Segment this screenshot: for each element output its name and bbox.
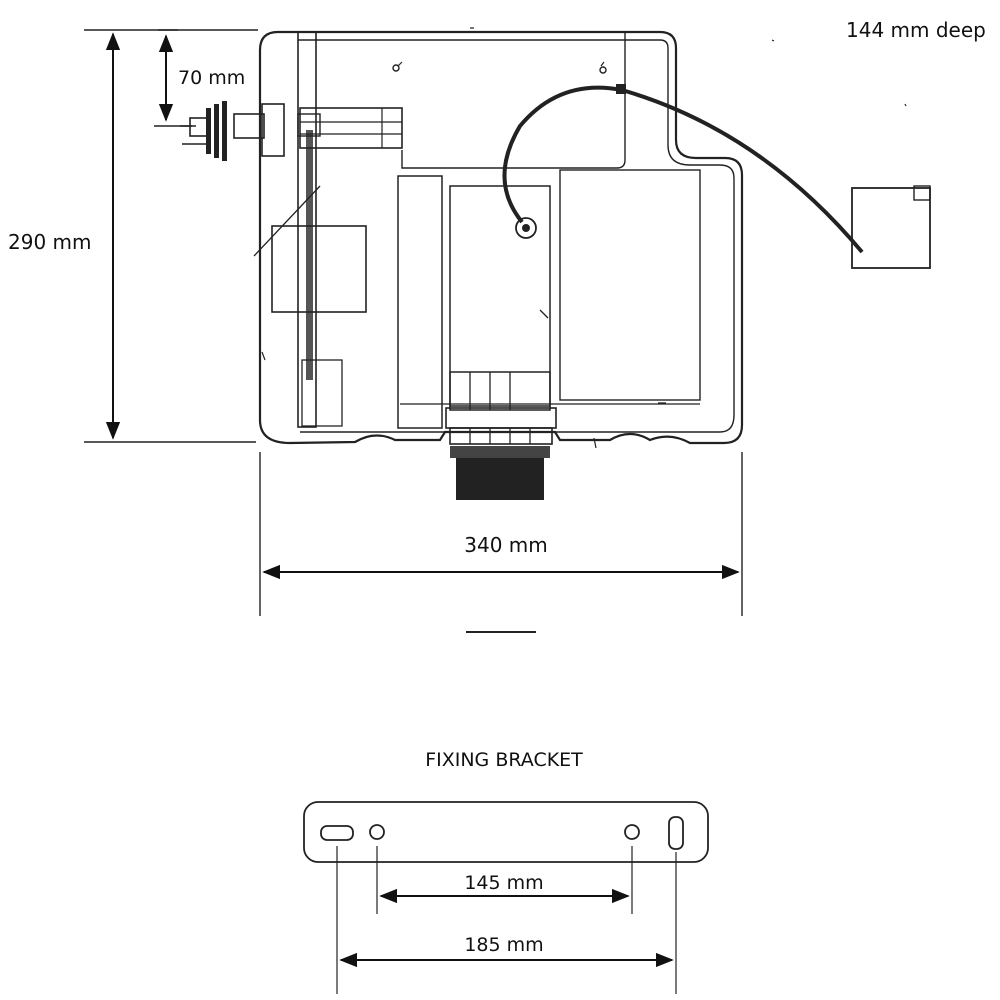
valve-mark <box>539 309 549 319</box>
inlet-connector <box>180 101 285 161</box>
inlet-offset-label: 70 mm <box>178 67 245 89</box>
cable-eyelet <box>515 217 537 239</box>
height-dimension: 290 mm <box>8 29 258 443</box>
reservoir-box <box>559 169 701 401</box>
mounting-hole-right <box>599 61 607 74</box>
inlet-arm <box>299 107 403 149</box>
inlet-arm-detail <box>300 108 402 148</box>
flush-outlet <box>445 407 557 500</box>
flush-button-box <box>851 185 931 269</box>
flush-valve-housing <box>449 185 551 407</box>
float-arm <box>253 185 321 257</box>
bracket-title: FIXING BRACKET <box>425 749 583 771</box>
mounting-hole-left <box>392 61 403 72</box>
bracket-plate <box>303 801 709 863</box>
drawing-marks <box>261 351 666 449</box>
cistern-inner-wall <box>298 39 735 433</box>
valve-seat-ribs <box>469 372 511 410</box>
height-label: 290 mm <box>8 230 92 254</box>
cistern-drawing <box>180 27 931 500</box>
flush-cable <box>502 85 623 224</box>
depth-label: 144 mm deep <box>846 18 986 42</box>
float <box>271 225 367 313</box>
inner-spacing-label: 145 mm <box>464 872 543 894</box>
bracket-hole-right <box>624 824 640 840</box>
outer-spacing-label: 185 mm <box>464 934 543 956</box>
threaded-rod <box>306 130 313 380</box>
upper-compartment <box>401 32 626 169</box>
width-label: 340 mm <box>464 533 548 557</box>
inlet-coupler <box>297 113 321 137</box>
fixing-bracket: FIXING BRACKET 145 mm 185 mm <box>303 749 709 994</box>
width-dimension: 340 mm <box>259 452 743 616</box>
fill-valve-column <box>297 31 317 428</box>
cistern-outline <box>258 30 744 445</box>
valve-seat <box>449 371 551 411</box>
bracket-slot-left <box>320 825 354 841</box>
bracket-slot-right <box>668 816 684 850</box>
overflow-tube <box>397 175 443 429</box>
bracket-hole-left <box>369 824 385 840</box>
inlet-offset-dimension: 70 mm <box>154 29 245 127</box>
valve-base <box>301 359 343 427</box>
cable-clamp <box>616 84 626 94</box>
drawing-specks <box>470 27 907 107</box>
